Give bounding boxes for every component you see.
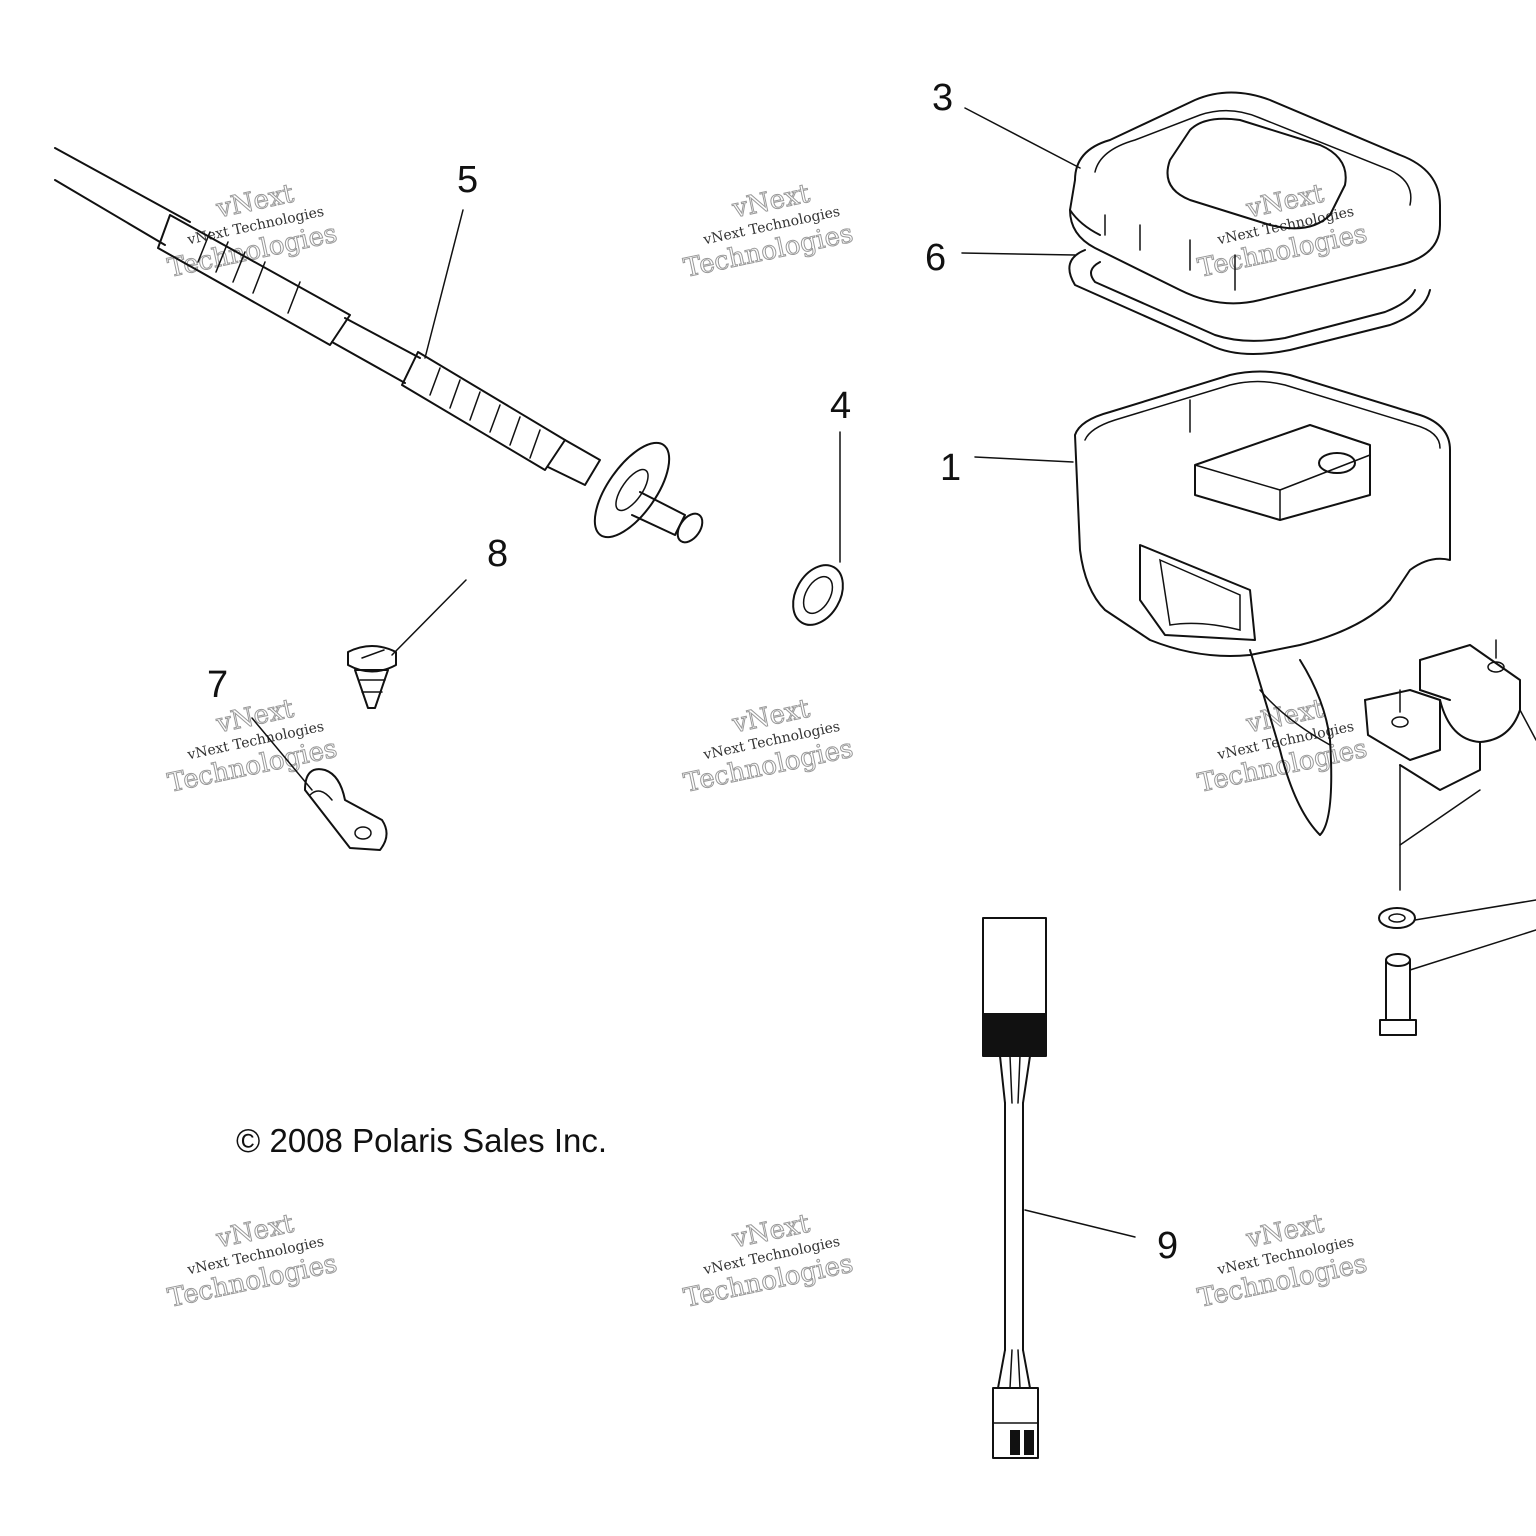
- push-rivet-part: [347, 645, 397, 709]
- callout-8: 8: [487, 533, 508, 575]
- callout-9: 9: [1157, 1225, 1178, 1267]
- watermark: vNext vNext Technologies Technologies: [681, 178, 857, 284]
- callout-4: 4: [830, 385, 851, 427]
- housing-cover-part: [1069, 91, 1441, 305]
- leader-line-8: [391, 579, 467, 656]
- wire-harness-part: [982, 917, 1047, 1459]
- lock-washer-part: [1378, 899, 1536, 929]
- bolt-part: [1379, 929, 1536, 1036]
- leader-line-1: [974, 456, 1074, 463]
- copyright-notice: © 2008 Polaris Sales Inc.: [236, 1122, 607, 1159]
- leader-line-3: [964, 107, 1081, 169]
- callout-6: 6: [925, 237, 946, 279]
- throttle-cable-part: [54, 147, 704, 544]
- p-clamp-part: [304, 768, 388, 851]
- leader-line-6: [961, 252, 1076, 256]
- throttle-housing-part: [1074, 370, 1451, 836]
- leader-line-5: [424, 209, 464, 359]
- leader-line-9: [1024, 1209, 1136, 1238]
- gasket-part: [1068, 249, 1431, 355]
- watermark: vNext vNext Technologies Technologies: [165, 693, 341, 799]
- watermark: vNext vNext Technologies Technologies: [165, 178, 341, 284]
- washer-part: [792, 564, 844, 626]
- callout-1: 1: [940, 447, 961, 489]
- callout-5: 5: [457, 159, 478, 201]
- callout-3: 3: [932, 77, 953, 119]
- watermark: vNext vNext Technologies Technologies: [1195, 178, 1371, 284]
- watermark: vNext vNext Technologies Technologies: [1195, 1208, 1371, 1314]
- handlebar-clamp-part: [1364, 639, 1536, 891]
- callout-7: 7: [207, 664, 228, 706]
- leader-line-7: [251, 717, 313, 791]
- watermark: vNext vNext Technologies Technologies: [165, 1208, 341, 1314]
- watermark: vNext vNext Technologies Technologies: [681, 693, 857, 799]
- watermark: vNext vNext Technologies Technologies: [681, 1208, 857, 1314]
